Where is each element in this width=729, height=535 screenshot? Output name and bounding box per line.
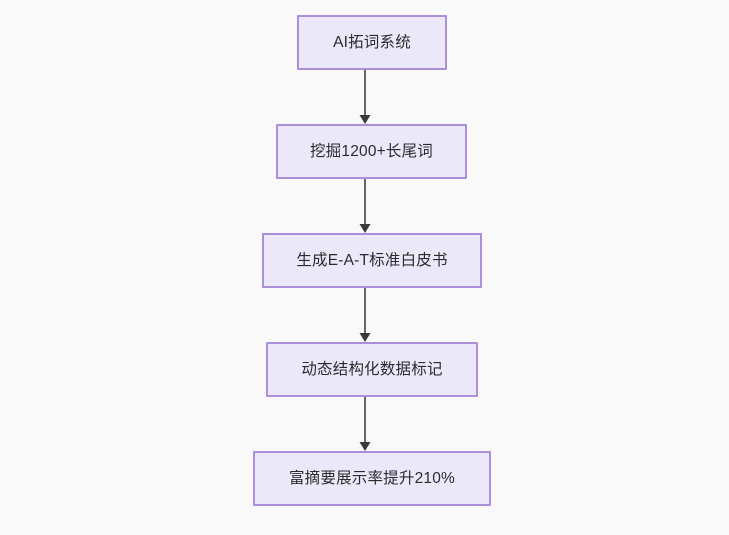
flow-node-label: 挖掘1200+长尾词 [309, 142, 434, 160]
flow-arrow-3 [358, 288, 372, 342]
flow-node-label: AI拓词系统 [333, 33, 411, 51]
flow-node-n1[interactable]: AI拓词系统 [297, 15, 447, 70]
flow-node-n5[interactable]: 富摘要展示率提升210% [253, 451, 491, 506]
flow-arrow-1 [358, 70, 372, 124]
flow-node-label: 生成E-A-T标准白皮书 [296, 251, 448, 269]
flow-node-n3[interactable]: 生成E-A-T标准白皮书 [262, 233, 482, 288]
flow-node-n2[interactable]: 挖掘1200+长尾词 [276, 124, 467, 179]
flow-arrow-2 [358, 179, 372, 233]
flow-node-label: 富摘要展示率提升210% [288, 469, 456, 487]
flow-node-label: 动态结构化数据标记 [301, 360, 443, 378]
flow-node-n4[interactable]: 动态结构化数据标记 [266, 342, 478, 397]
flow-arrow-4 [358, 397, 372, 451]
